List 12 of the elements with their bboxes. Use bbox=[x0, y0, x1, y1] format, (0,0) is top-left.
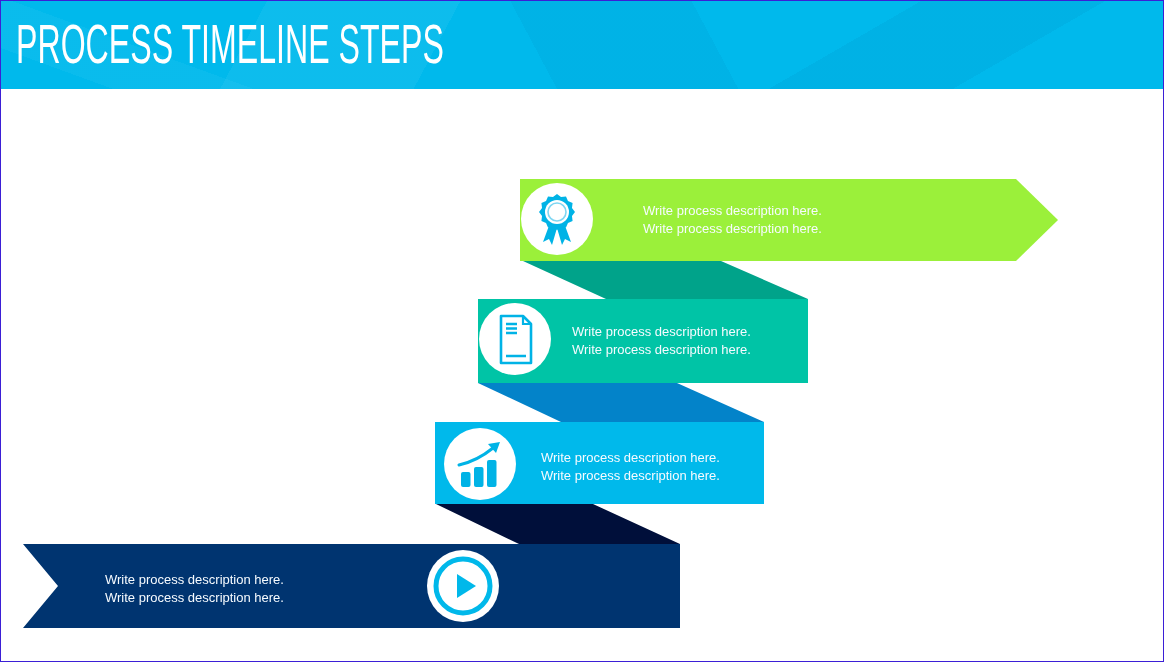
ribbon-fold bbox=[436, 504, 680, 544]
ribbon-band bbox=[478, 299, 808, 383]
ribbon-fold bbox=[523, 261, 808, 299]
ribbon-band bbox=[435, 422, 764, 504]
arrow-ribbon bbox=[520, 179, 1058, 261]
step-description: Write process description here. Write process description here. bbox=[643, 202, 823, 237]
step-description: Write process description here. Write process description here. bbox=[105, 571, 285, 606]
step-description: Write process description here. Write process description here. bbox=[572, 323, 752, 358]
step-description: Write process description here. Write process description here. bbox=[541, 449, 721, 484]
title: PROCESS TIMELINE STEPS bbox=[16, 13, 444, 75]
ribbon-band bbox=[23, 544, 680, 628]
ribbon-fold bbox=[478, 383, 764, 422]
